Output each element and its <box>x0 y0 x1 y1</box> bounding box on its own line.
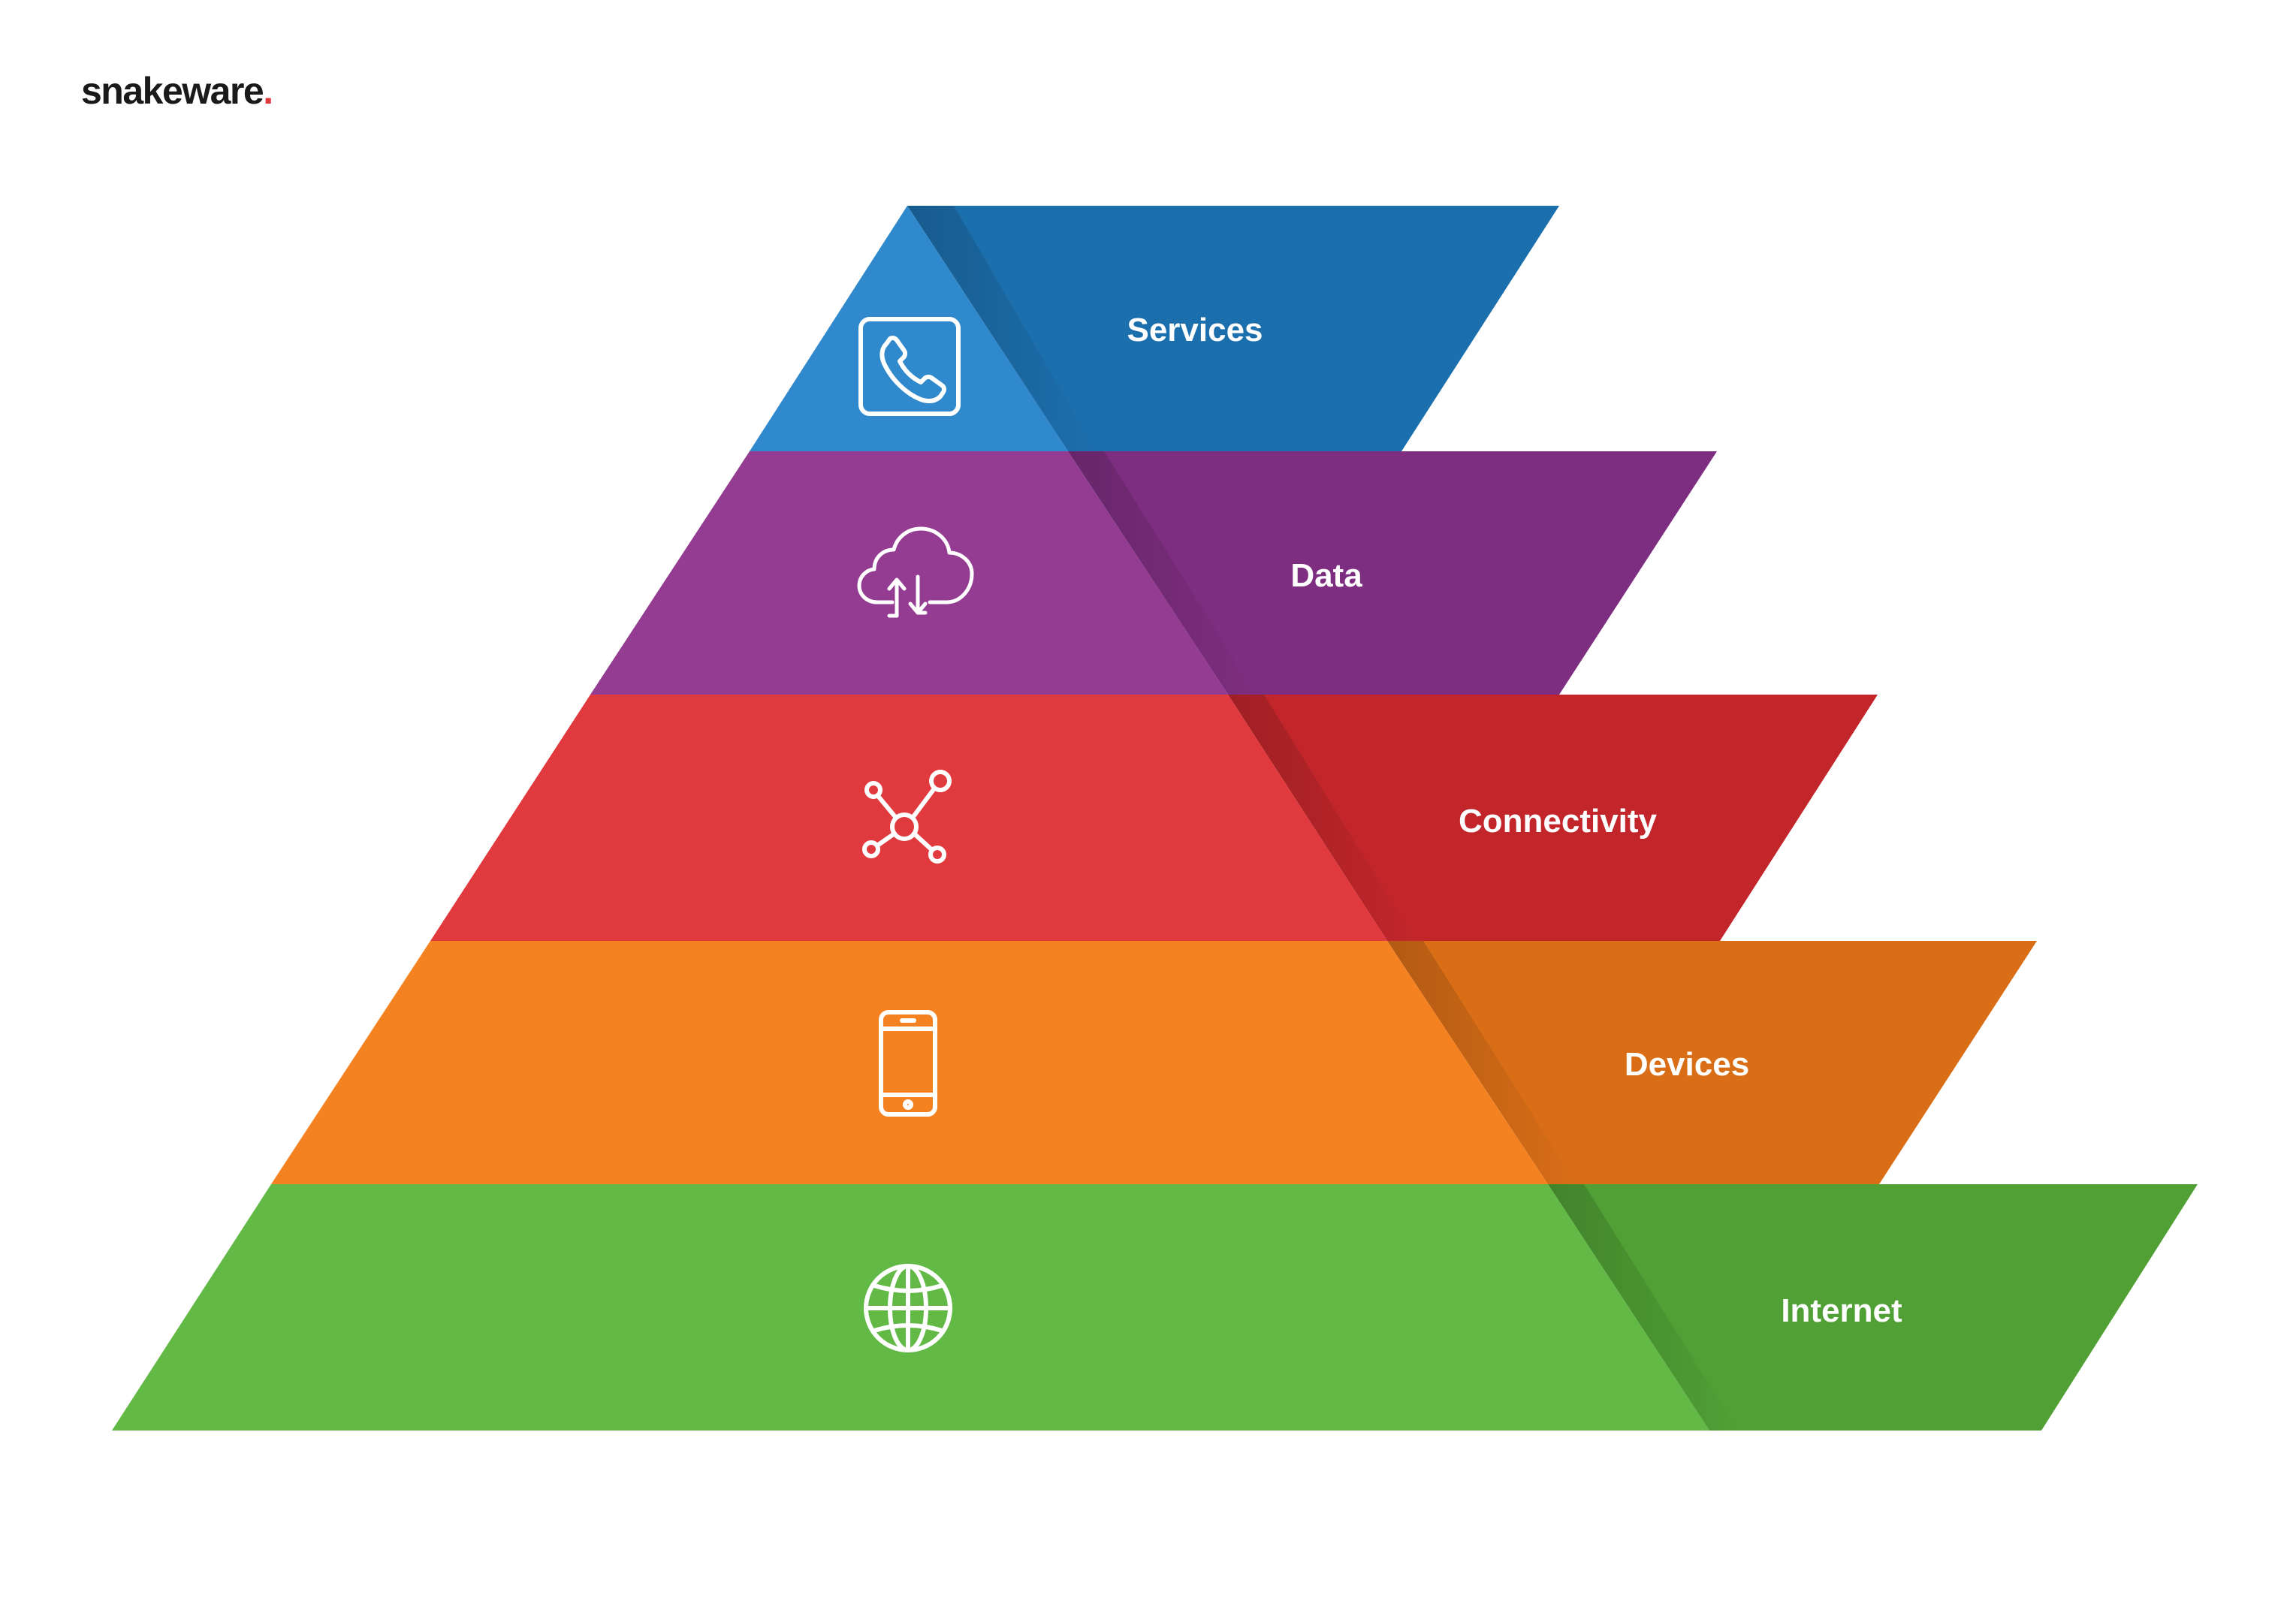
brand-name: snakeware <box>81 70 264 112</box>
layer-data-side <box>1068 451 1717 695</box>
layer-internet-label: Internet <box>1781 1292 1902 1329</box>
layer-services-label: Services <box>1127 312 1263 348</box>
layer-devices-front <box>271 941 1548 1184</box>
layer-connectivity-side <box>1228 695 1878 941</box>
layer-devices-side <box>1387 941 2037 1184</box>
layer-devices: Devices <box>271 941 2037 1184</box>
layer-devices-shadow <box>1387 941 1576 1184</box>
layer-connectivity-label: Connectivity <box>1459 803 1658 840</box>
layer-data-front <box>590 451 1228 695</box>
layer-services-side <box>907 206 1559 451</box>
layer-services: Services <box>750 206 1559 451</box>
layer-services-shadow <box>907 206 1097 451</box>
layer-data: Data <box>590 451 1717 695</box>
layer-services-front <box>750 206 1068 451</box>
layer-internet: Internet <box>112 1184 2198 1431</box>
layer-data-label: Data <box>1290 557 1362 594</box>
brand-logo: snakeware. <box>81 72 273 110</box>
network-icon <box>862 770 952 864</box>
smartphone-icon <box>879 1010 937 1117</box>
cloud-sync-icon <box>857 526 974 618</box>
layer-internet-shadow <box>1548 1184 1738 1431</box>
brand-dot: . <box>263 70 273 112</box>
phone-icon <box>858 317 961 416</box>
layer-connectivity-shadow <box>1228 695 1416 941</box>
layer-data-shadow <box>1068 451 1257 695</box>
layer-devices-label: Devices <box>1625 1046 1749 1083</box>
layer-connectivity: Connectivity <box>430 695 1878 941</box>
layer-internet-side <box>1548 1184 2198 1431</box>
globe-icon <box>864 1264 952 1352</box>
